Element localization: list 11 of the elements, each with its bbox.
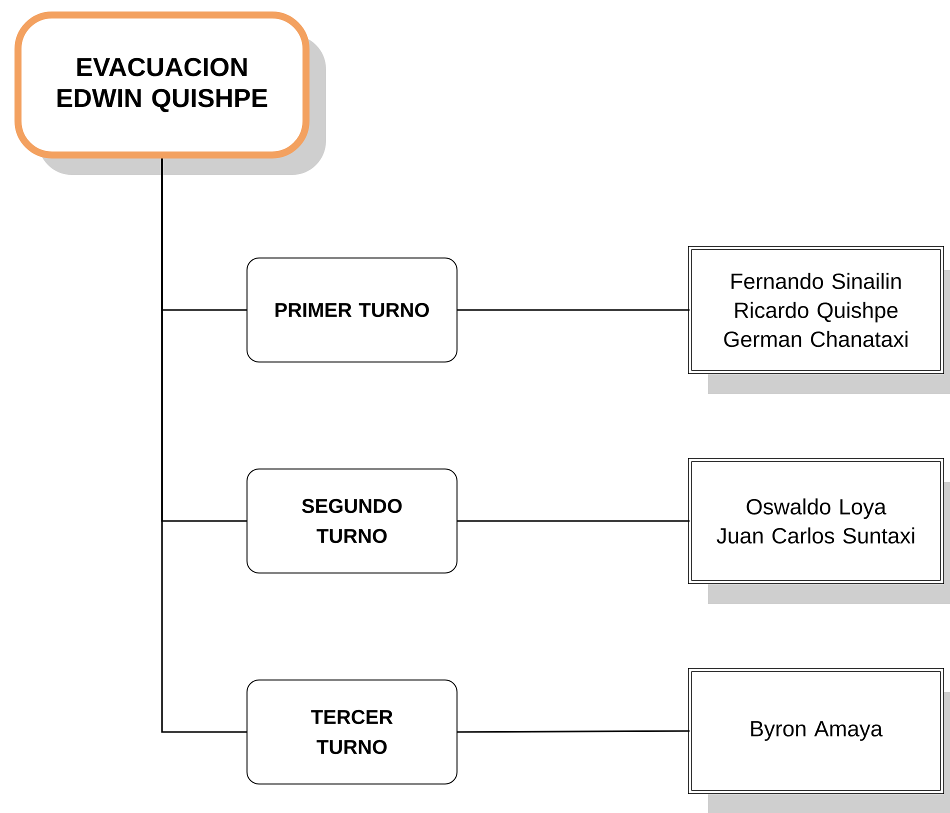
connector-line — [458, 730, 690, 733]
title-box: EVACUACION EDWIN QUISHPE — [14, 12, 326, 175]
shift-box: SEGUNDO TURNO — [246, 468, 458, 574]
name-list-box: Fernando Sinailin Ricardo Quishpe German Chanataxi — [688, 246, 950, 394]
connector-line — [458, 309, 690, 311]
name-list-box: Byron Amaya — [688, 668, 950, 813]
connector-line — [458, 520, 690, 522]
shift-box: PRIMER TURNO — [246, 258, 458, 362]
name-list-box: Oswaldo Loya Juan Carlos Suntaxi — [688, 458, 950, 604]
shift-box: TERCER TURNO — [246, 680, 458, 784]
connector-line — [161, 158, 246, 733]
